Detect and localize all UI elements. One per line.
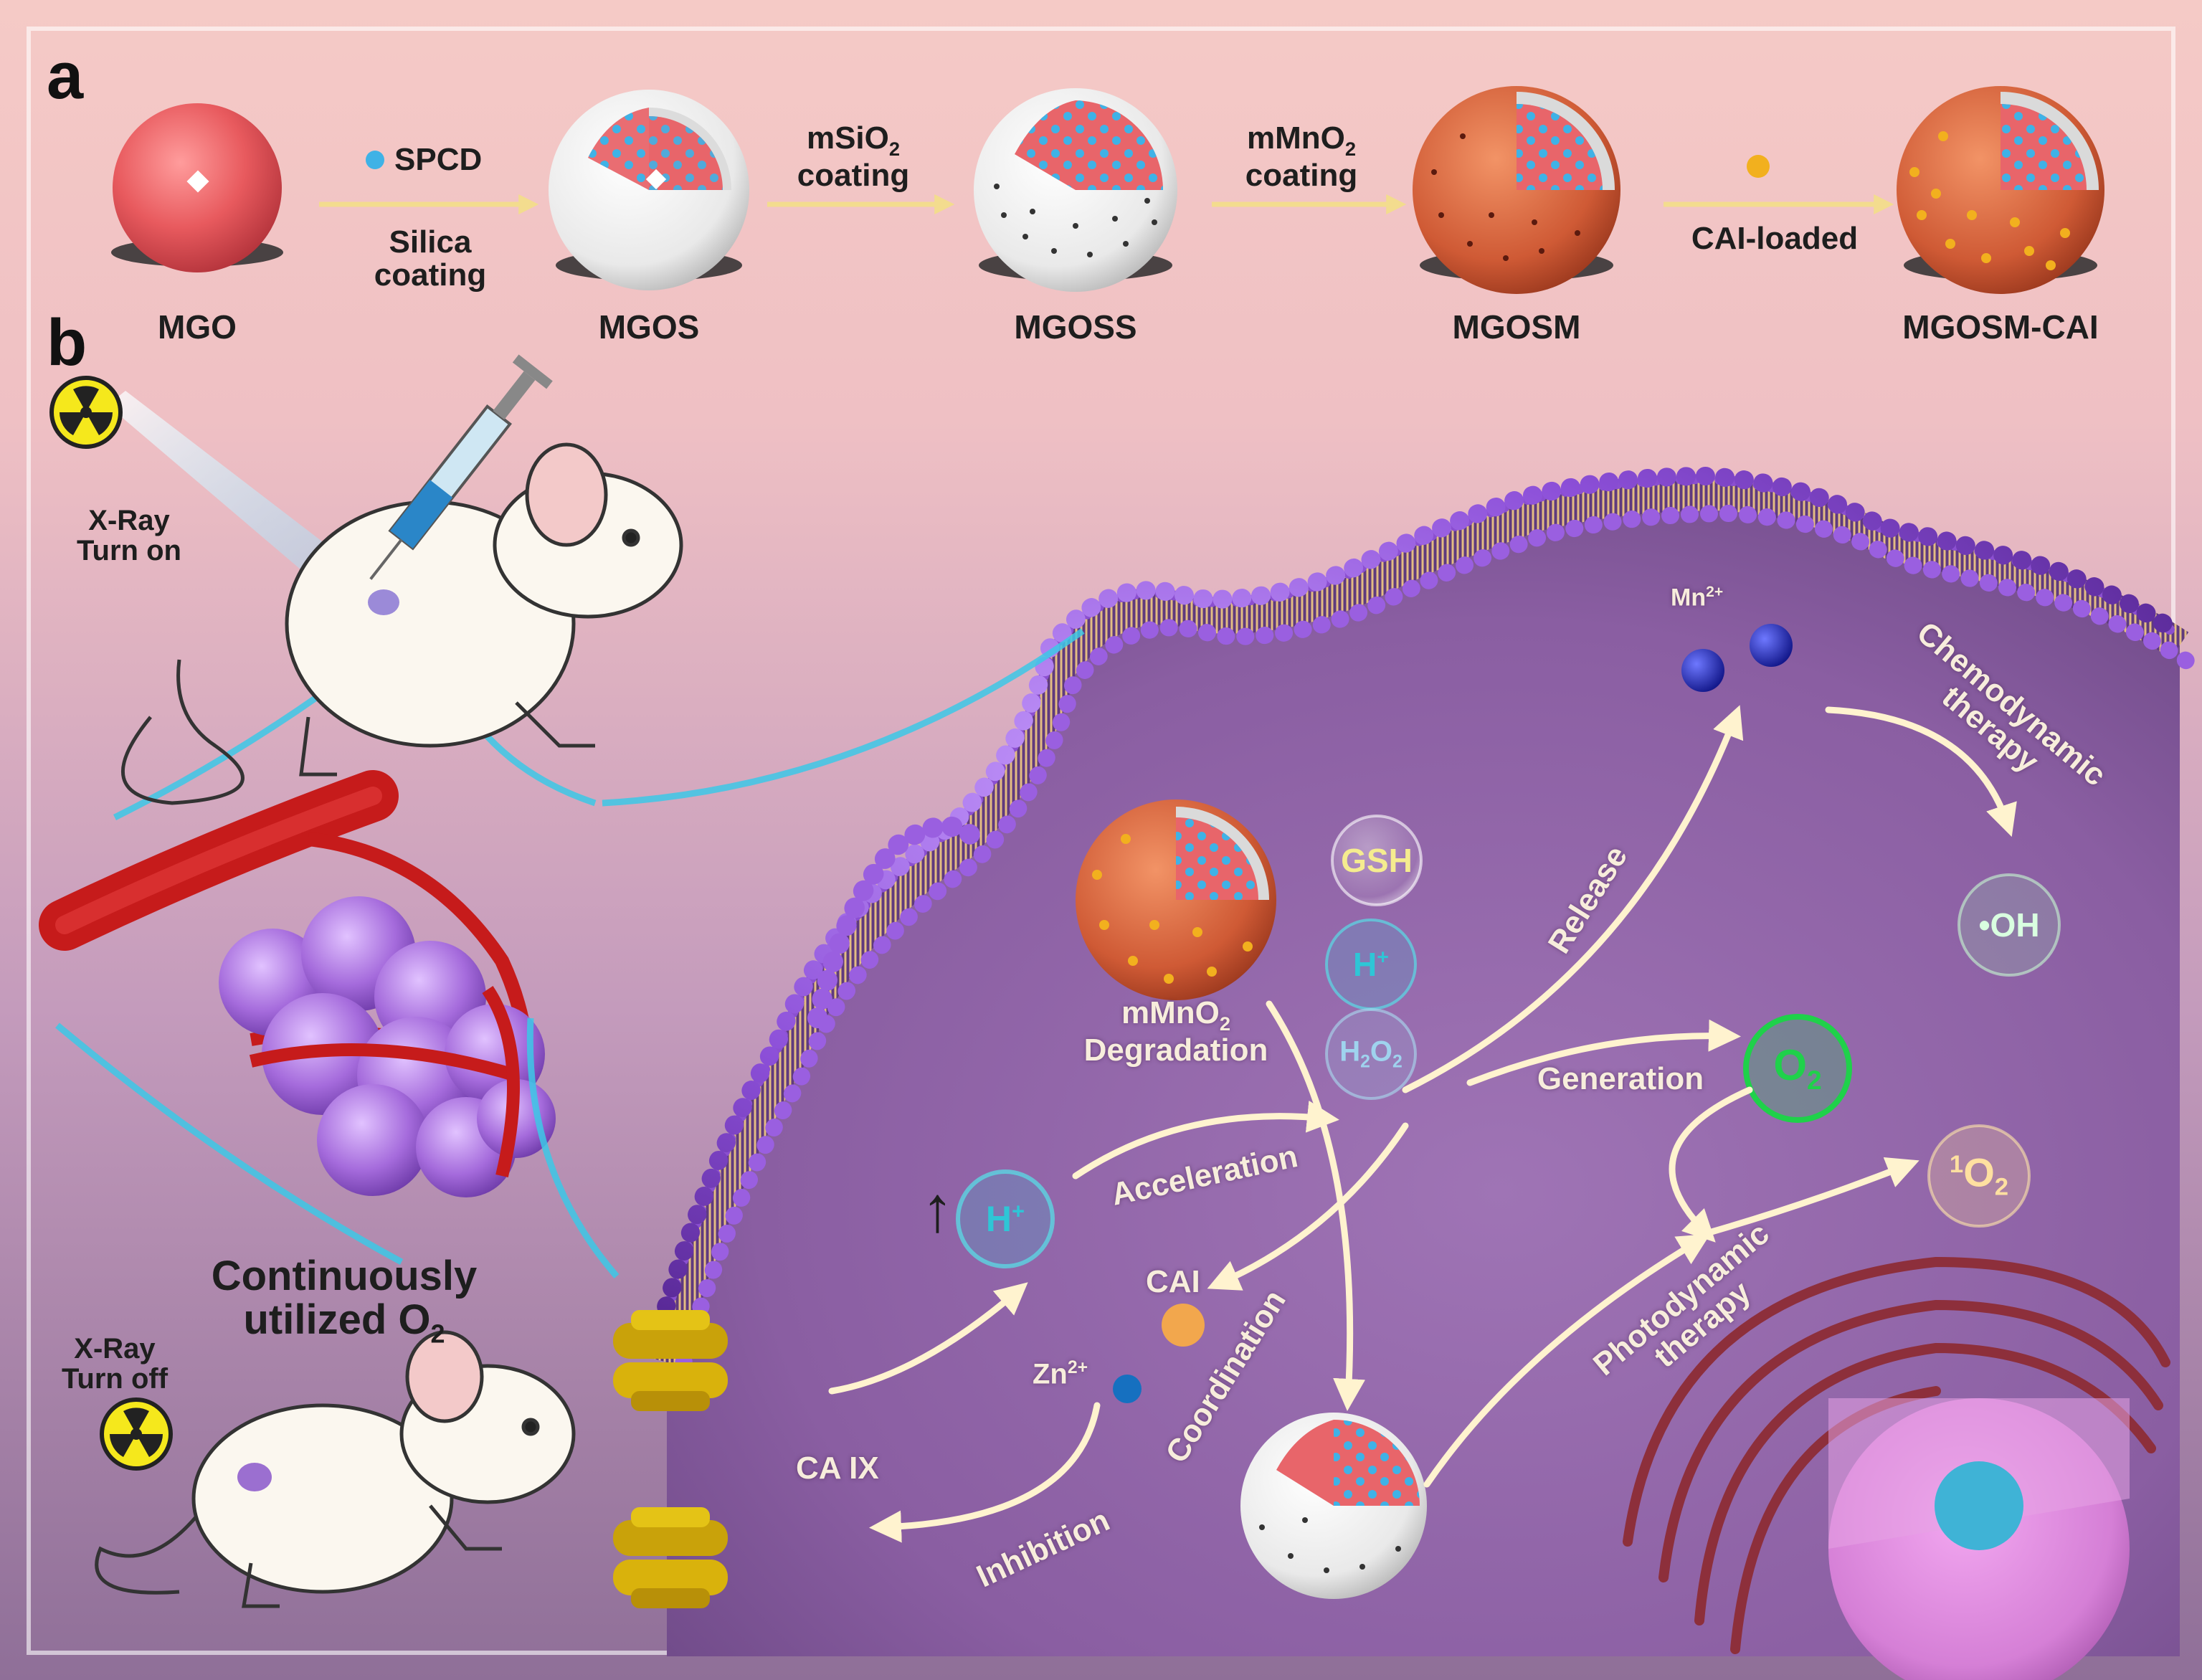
- h-plus-label: H+: [1353, 945, 1389, 983]
- panel-b-label: b: [47, 306, 87, 379]
- mn-ion-icon: [1681, 649, 1724, 692]
- arrow-release: [1402, 705, 1744, 1093]
- arrow-inhibition: [869, 1402, 1101, 1543]
- mouse-icon: [95, 1330, 576, 1608]
- tumor-icon: [219, 896, 556, 1197]
- up-arrow-icon: ↑: [921, 1174, 954, 1245]
- mgosm-particle-icon: [1413, 86, 1620, 294]
- step-cai-loaded: CAI-loaded: [1691, 221, 1859, 256]
- mmno2-degradation-label: mMnO2 Degradation: [1083, 995, 1268, 1068]
- xray-off-label: X-Ray Turn off: [61, 1333, 169, 1395]
- step-silica-coating: Silica coating: [374, 224, 487, 293]
- nanoparticle-icon: [1076, 799, 1276, 1000]
- radiation-icon: [49, 376, 123, 449]
- h2o2-label: H2O2: [1339, 1035, 1403, 1072]
- step-msio2-coating: mSiO2 coating: [797, 120, 910, 194]
- gsh-label: GSH: [1341, 841, 1413, 879]
- cai-molecule-icon: [1162, 1304, 1205, 1347]
- arrow-acceleration: [1072, 1100, 1339, 1180]
- arrow-chemodynamic: [1825, 706, 2017, 837]
- arrow-photodynamic-from-particle: [1423, 1233, 1711, 1488]
- membrane-fold: [807, 816, 985, 1028]
- cai-molecule-icon: [1747, 155, 1770, 178]
- nanoparticle-icon: [1240, 1413, 1427, 1599]
- species-bubbles: [956, 815, 2061, 1268]
- mgosm-cai-particle-icon: [1897, 86, 2104, 294]
- continuously-utilized-o2-label: Continuously utilized O2: [211, 1253, 478, 1349]
- ca-ix-label: CA IX: [796, 1451, 879, 1486]
- radiation-icon: [100, 1397, 173, 1471]
- h-plus-accelerated-label: H+: [985, 1198, 1025, 1240]
- mouse-icon: [121, 442, 683, 805]
- nucleus-icon: [1828, 1398, 2130, 1680]
- material-name-mgo: MGO: [158, 308, 237, 346]
- material-name-mgoss: MGOSS: [1014, 308, 1137, 346]
- singlet-oxygen-label: 1O2: [1949, 1149, 2009, 1201]
- cell-cytoplasm: [667, 495, 2180, 1656]
- arrow-degradation: [1266, 1000, 1365, 1411]
- material-name-mgosm-cai: MGOSM-CAI: [1902, 308, 2099, 346]
- process-arrows: [828, 705, 2017, 1543]
- cai-label: CAI: [1146, 1264, 1200, 1299]
- spcd-dot-icon: [366, 151, 384, 170]
- material-name-mgosm: MGOSM: [1452, 308, 1581, 346]
- zn-ion-icon: [1113, 1375, 1142, 1403]
- xray-on-label: X-Ray Turn on: [77, 505, 181, 566]
- hydroxyl-radical-label: •OH: [1978, 906, 2040, 944]
- step-spcd: SPCD: [366, 143, 482, 176]
- panel-a-label: a: [47, 39, 84, 113]
- o2-label: O2: [1773, 1040, 1822, 1095]
- mn-ion-icon: [1750, 624, 1793, 667]
- generation-label: Generation: [1537, 1060, 1704, 1096]
- material-name-mgos: MGOS: [598, 308, 700, 346]
- arrow-photodynamic: [1703, 1157, 1919, 1237]
- step-mmno2-coating: mMnO2 coating: [1245, 120, 1358, 194]
- arrow-coordination: [828, 1282, 1028, 1395]
- arrow-back-to-cai: [1207, 1122, 1409, 1291]
- mgoss-particle-icon: [974, 88, 1177, 292]
- mgos-particle-icon: [549, 90, 749, 290]
- arrow-generation: [1466, 1019, 1741, 1086]
- mn-ion-label: Mn2+: [1671, 584, 1724, 612]
- synthesis-scheme: [111, 86, 2104, 294]
- mgo-particle-icon: [111, 103, 283, 272]
- arrow-o2-loop: [1669, 1086, 1753, 1243]
- zn-ion-label: Zn2+: [1033, 1358, 1088, 1390]
- syringe-icon: [369, 354, 553, 580]
- ion-channel-icon: [613, 1310, 728, 1608]
